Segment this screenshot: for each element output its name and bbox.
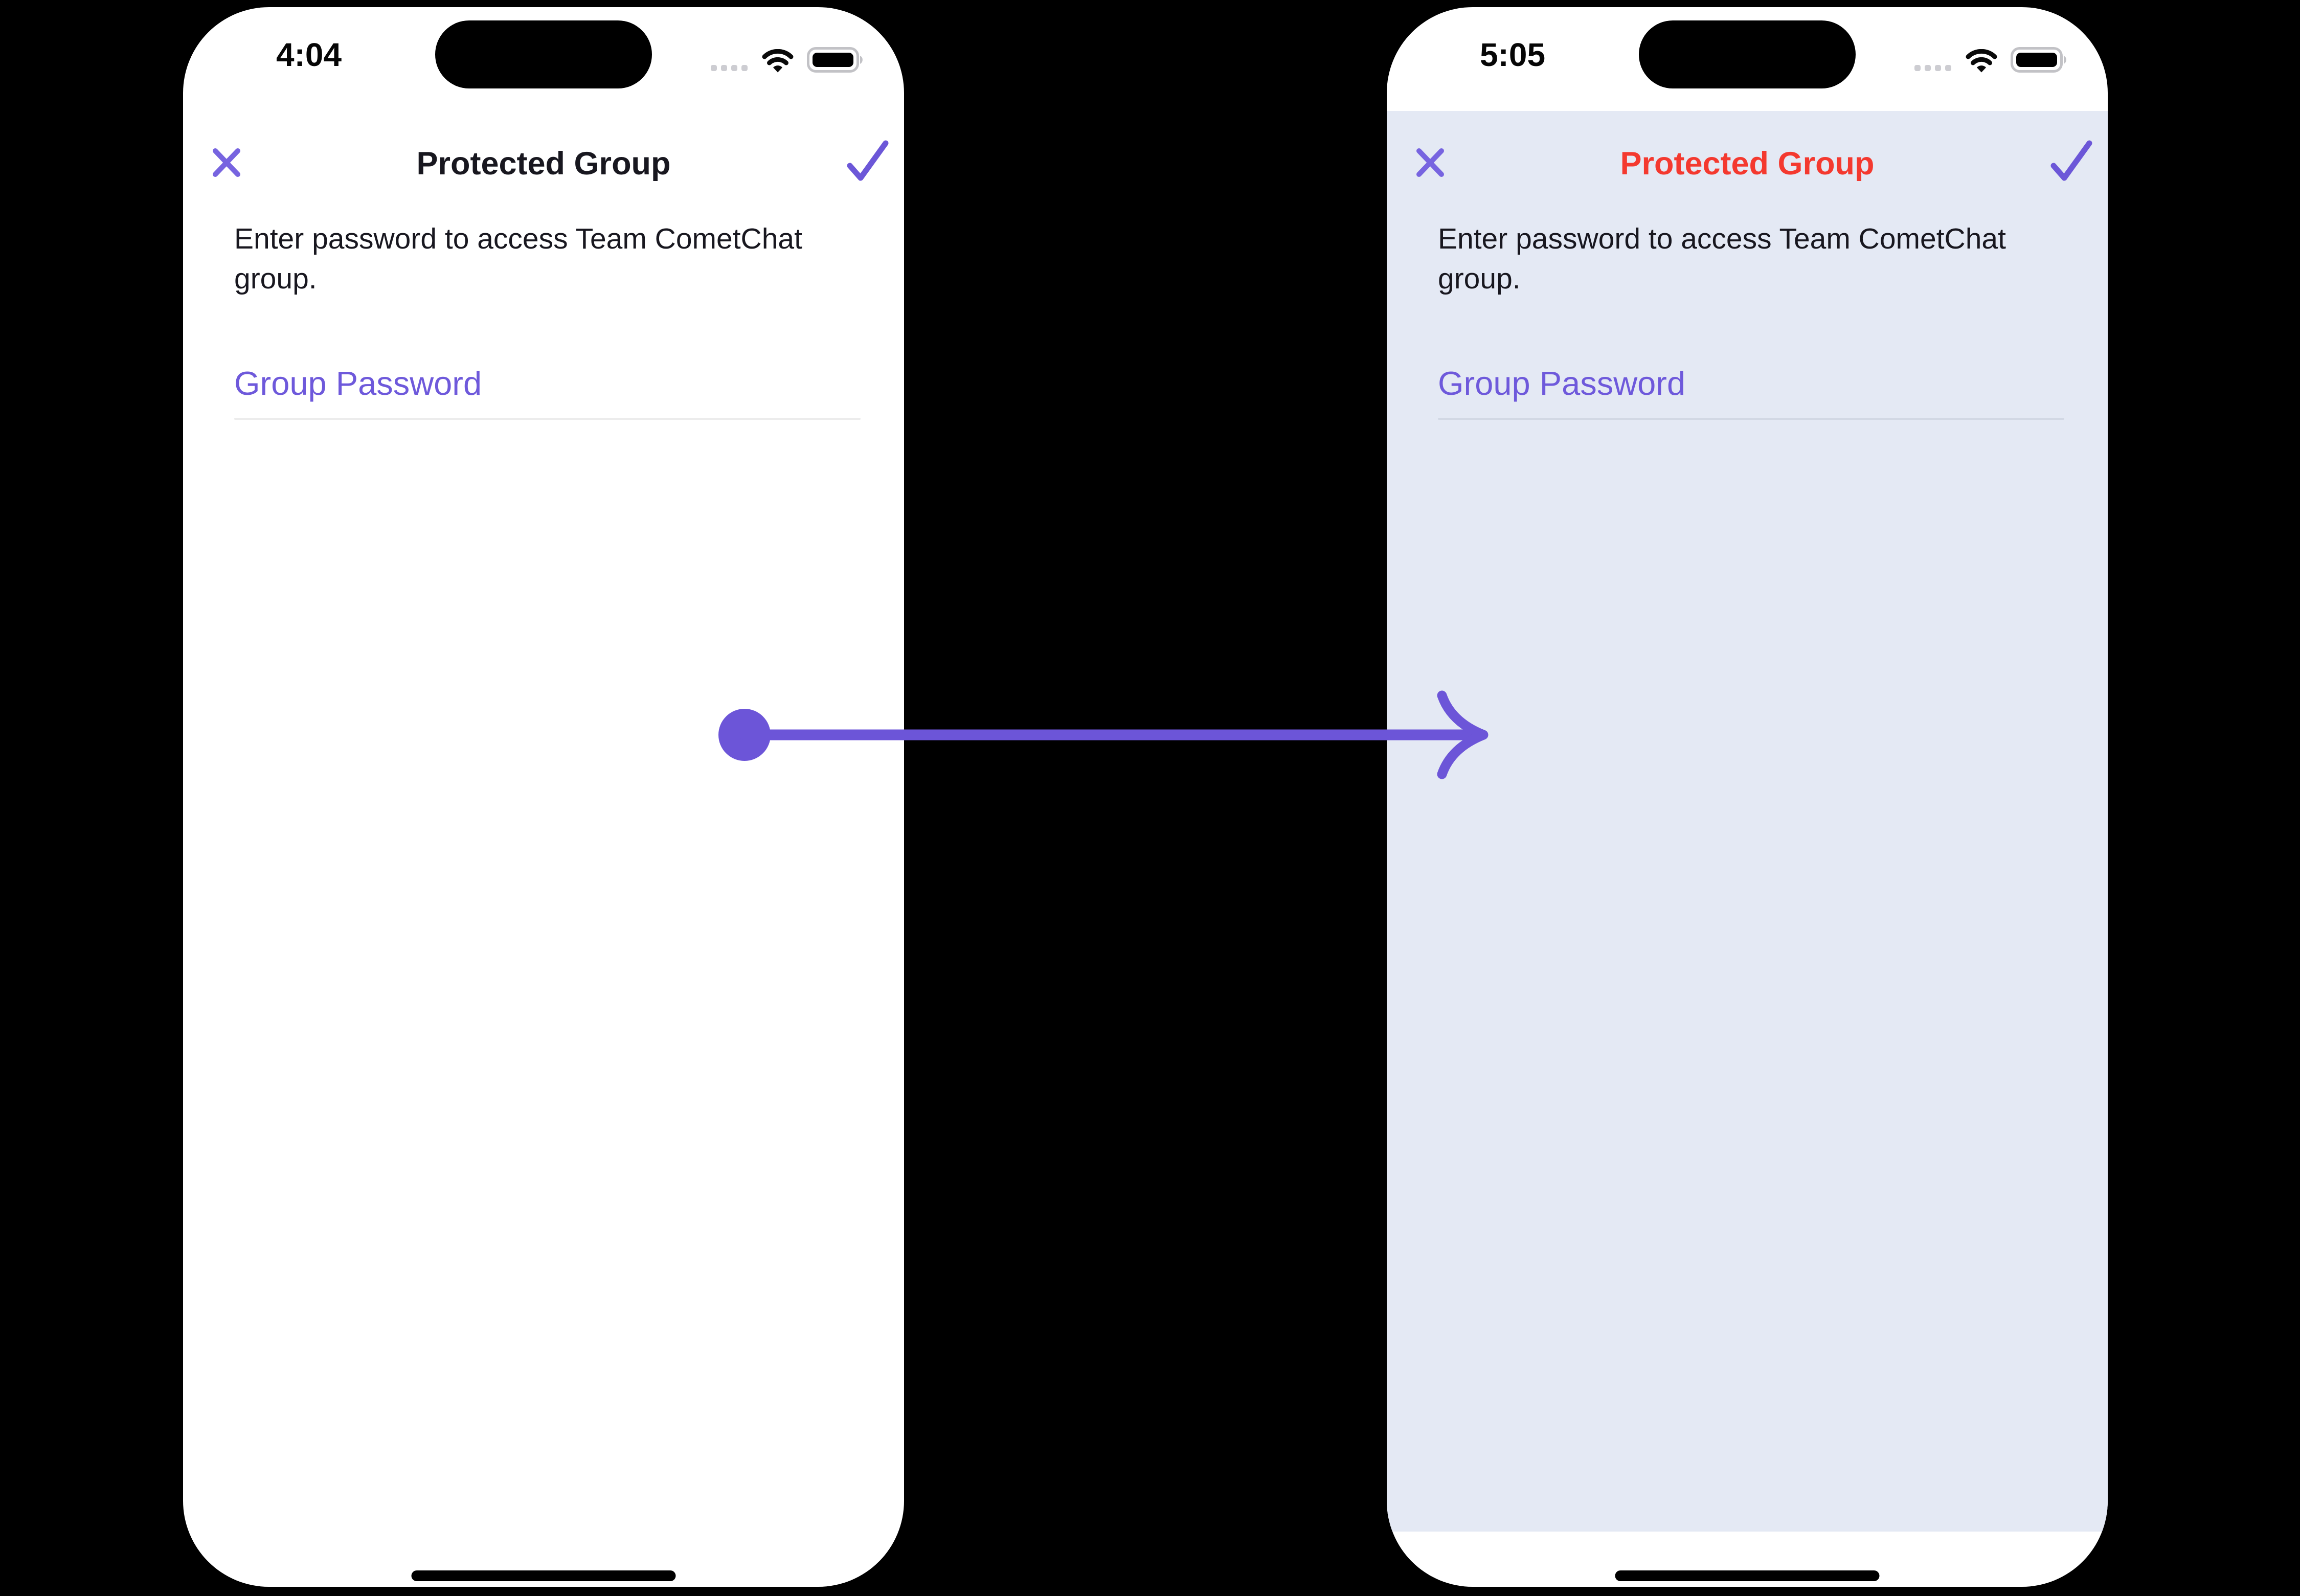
password-input-underline [234, 418, 861, 420]
confirm-icon[interactable] [2050, 139, 2092, 182]
status-icons [1914, 47, 2067, 73]
page-title: Protected Group [1620, 146, 1875, 182]
close-icon[interactable] [212, 147, 241, 178]
phone-after: 5:05 [1387, 7, 2108, 1587]
close-icon[interactable] [1415, 147, 1445, 178]
wifi-icon [1966, 49, 1997, 73]
page-title: Protected Group [416, 146, 671, 182]
cellular-signal-icon [711, 65, 748, 71]
dynamic-island [435, 20, 652, 88]
app-screen-background [1387, 111, 2108, 1532]
group-password-label: Group Password [234, 365, 482, 402]
wifi-icon [762, 49, 794, 73]
group-password-label: Group Password [1438, 365, 1686, 402]
description-text: Enter password to access Team CometChat … [1438, 222, 2006, 295]
status-time: 4:04 [276, 36, 342, 73]
battery-icon [2011, 47, 2066, 73]
cellular-signal-icon [1914, 65, 1951, 71]
password-input-underline [1438, 418, 2064, 420]
confirm-icon[interactable] [847, 139, 889, 182]
home-indicator [411, 1570, 676, 1581]
battery-icon [807, 47, 863, 73]
description-text: Enter password to access Team CometChat … [234, 222, 802, 295]
status-time: 5:05 [1479, 36, 1546, 73]
home-indicator [1615, 1570, 1880, 1581]
dynamic-island [1639, 20, 1856, 88]
phone-before: 4:04 [183, 7, 904, 1587]
status-icons [711, 47, 863, 73]
